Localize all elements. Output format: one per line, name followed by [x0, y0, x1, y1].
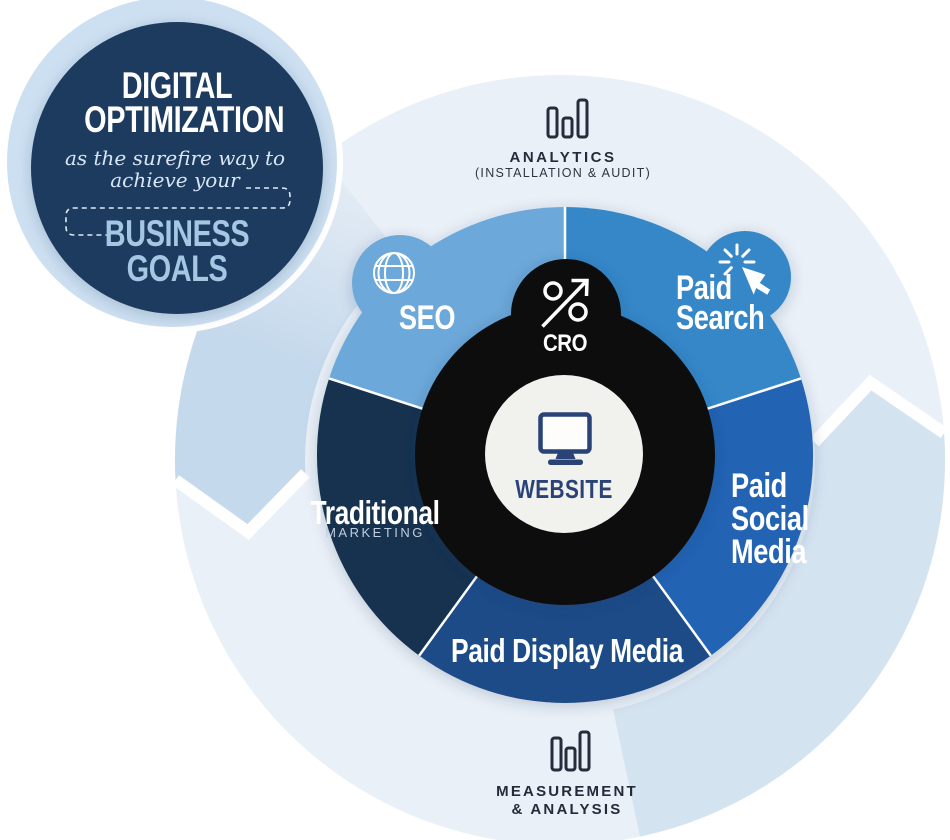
- monitor-icon: [538, 412, 592, 465]
- globe-icon: [373, 252, 415, 294]
- measurement-subtitle: & ANALYSIS: [511, 801, 623, 818]
- badge-goal: BUSINESS GOALS: [104, 213, 250, 289]
- cycle-band-left: [174, 156, 403, 532]
- badge-title: DIGITAL OPTIMIZATION: [84, 65, 285, 140]
- analytics-title: ANALYTICS: [509, 149, 617, 166]
- analytics-subtitle: (INSTALLATION & AUDIT): [474, 166, 652, 180]
- paid-search-bump: [699, 231, 791, 323]
- bar-chart-icon: [546, 98, 589, 139]
- website-label: WEBSITE: [515, 474, 613, 504]
- traditional-sublabel: MARKETING: [325, 525, 425, 540]
- cycle-arrow-up-icon: [810, 374, 948, 447]
- cro-label: CRO: [542, 330, 588, 357]
- wedge-dividers: [328, 207, 802, 657]
- cycle-arrow-down-icon: [172, 469, 310, 540]
- badge-circle: [31, 22, 323, 314]
- paid-display-media-label: Paid Display Media: [451, 632, 683, 669]
- paid-search-label: Paid Search: [676, 269, 765, 337]
- traditional-label: Traditional: [310, 494, 440, 531]
- badge-subtitle: as the surefire way to achieve your: [64, 146, 286, 192]
- click-icon: [718, 243, 771, 295]
- badge-dashed-connector: [65, 187, 291, 236]
- measurement-title: MEASUREMENT: [496, 783, 638, 800]
- percent-arrow-icon: [541, 278, 589, 328]
- cycle-band-right: [613, 382, 946, 837]
- paid-social-media-label: Paid Social Media: [731, 467, 809, 571]
- seo-bump: [352, 235, 448, 331]
- seo-label: SEO: [398, 299, 456, 337]
- bar-chart-icon: [550, 730, 591, 772]
